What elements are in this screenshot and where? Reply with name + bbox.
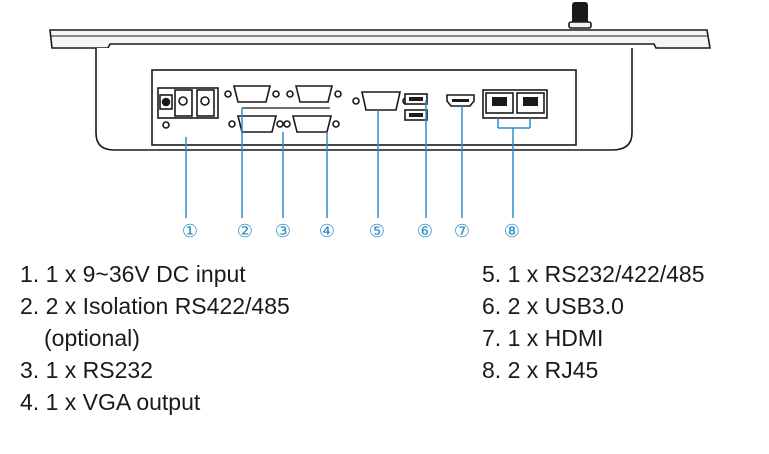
- dc-input-terminal: [157, 87, 219, 129]
- callout-3: ③: [275, 221, 291, 242]
- knob-icon: [568, 2, 592, 29]
- rs232-port: [228, 115, 284, 133]
- legend-item-6: 6. 2 x USB3.0: [482, 293, 624, 319]
- legend-item-3: 3. 1 x RS232: [20, 357, 153, 383]
- legend-item-8: 8. 2 x RJ45: [482, 357, 599, 383]
- callout-1: ①: [182, 221, 198, 242]
- callout-4: ④: [319, 221, 335, 242]
- legend-right: 5. 1 x RS232/422/485 6. 2 x USB3.0 7. 1 …: [482, 258, 705, 386]
- device-bottom-view-diagram: ① ② ③ ④ ⑤ ⑥ ⑦ ⑧: [49, 2, 711, 242]
- legend-item-4: 4. 1 x VGA output: [20, 389, 201, 415]
- usb3-ports: [404, 93, 428, 121]
- legend-item-5: 5. 1 x RS232/422/485: [482, 261, 705, 287]
- callout-5: ⑤: [369, 221, 385, 242]
- callout-7: ⑦: [454, 221, 470, 242]
- legend-item-1: 1. 1 x 9~36V DC input: [20, 261, 246, 287]
- legend-item-7: 7. 1 x HDMI: [482, 325, 604, 351]
- hdmi-port: [446, 94, 475, 107]
- legend-item-2-note: (optional): [44, 325, 140, 351]
- rj45-ports: [482, 89, 548, 119]
- callout-6: ⑥: [417, 221, 433, 242]
- callout-8: ⑧: [504, 221, 520, 242]
- callout-2: ②: [237, 221, 253, 242]
- isolation-serial-ports: [224, 85, 342, 109]
- vga-port: [283, 115, 340, 133]
- legend-left: 1. 1 x 9~36V DC input 2. 2 x Isolation R…: [20, 258, 290, 418]
- legend-item-2: 2. 2 x Isolation RS422/485: [20, 293, 290, 319]
- front-bezel: [49, 29, 711, 49]
- callout-lines: [185, 100, 531, 218]
